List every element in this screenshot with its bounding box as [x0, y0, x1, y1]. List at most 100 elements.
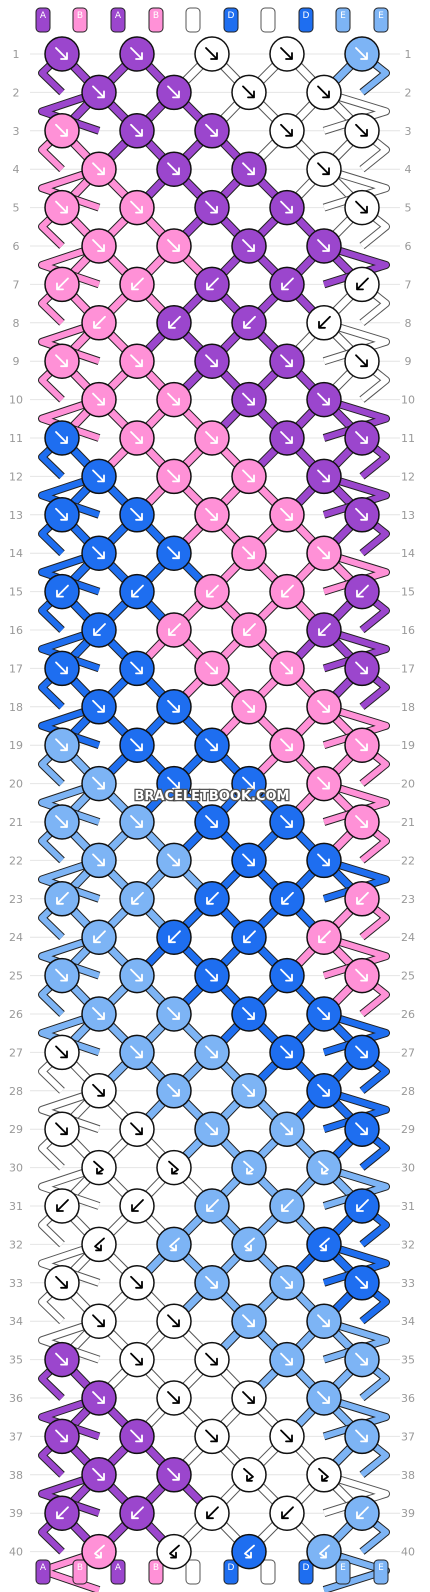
knot[interactable] [119, 1188, 155, 1224]
knot[interactable] [44, 727, 80, 763]
knot[interactable] [231, 689, 267, 725]
knot[interactable] [231, 919, 267, 955]
knot[interactable] [231, 612, 267, 648]
knot[interactable] [194, 727, 230, 763]
knot[interactable] [194, 1111, 230, 1147]
knot[interactable] [344, 420, 380, 456]
knot[interactable] [306, 1073, 342, 1109]
knot[interactable] [269, 1188, 305, 1224]
knot[interactable] [156, 305, 192, 341]
knot[interactable] [344, 1418, 380, 1455]
knot[interactable] [81, 535, 117, 571]
knot[interactable] [269, 113, 305, 149]
knot[interactable] [156, 381, 192, 418]
knot[interactable] [269, 804, 305, 840]
knot[interactable] [231, 1149, 267, 1186]
knot[interactable] [194, 1188, 230, 1224]
knot[interactable] [306, 1226, 342, 1263]
knot[interactable] [156, 689, 192, 725]
knot[interactable] [306, 996, 342, 1032]
knot[interactable] [44, 113, 80, 149]
knot[interactable] [269, 650, 305, 687]
knot[interactable] [194, 1418, 230, 1455]
knot[interactable] [344, 1034, 380, 1071]
knot[interactable] [119, 1111, 155, 1147]
knot[interactable] [156, 1226, 192, 1263]
knot[interactable] [194, 804, 230, 840]
knot[interactable] [344, 266, 380, 303]
knot[interactable] [306, 1457, 342, 1493]
knot[interactable] [231, 1226, 267, 1263]
knot[interactable] [194, 497, 230, 533]
knot[interactable] [344, 727, 380, 763]
knot[interactable] [81, 151, 117, 187]
knot[interactable] [81, 74, 117, 111]
knot[interactable] [231, 228, 267, 264]
knot[interactable] [344, 1111, 380, 1147]
knot[interactable] [194, 1341, 230, 1378]
knot[interactable] [269, 266, 305, 303]
knot[interactable] [344, 804, 380, 840]
knot[interactable] [119, 881, 155, 917]
knot[interactable] [119, 1034, 155, 1071]
knot[interactable] [306, 842, 342, 879]
knot[interactable] [156, 765, 192, 802]
knot[interactable] [306, 228, 342, 264]
knot[interactable] [269, 573, 305, 610]
knot[interactable] [344, 881, 380, 917]
knot[interactable] [119, 266, 155, 303]
knot[interactable] [269, 957, 305, 994]
knot[interactable] [44, 1034, 80, 1071]
knot[interactable] [194, 1265, 230, 1301]
knot[interactable] [194, 266, 230, 303]
knot[interactable] [306, 1303, 342, 1339]
knot[interactable] [119, 113, 155, 149]
knot[interactable] [306, 1380, 342, 1416]
knot[interactable] [194, 1034, 230, 1071]
knot[interactable] [156, 535, 192, 571]
knot[interactable] [119, 36, 155, 72]
knot[interactable] [44, 189, 80, 226]
knot[interactable] [194, 36, 230, 72]
knot[interactable] [119, 957, 155, 994]
knot[interactable] [269, 1265, 305, 1301]
knot[interactable] [194, 1495, 230, 1531]
knot[interactable] [119, 650, 155, 687]
knot[interactable] [306, 919, 342, 955]
knot[interactable] [344, 189, 380, 226]
knot[interactable] [231, 458, 267, 495]
knot[interactable] [344, 113, 380, 149]
knot[interactable] [344, 1495, 380, 1531]
knot[interactable] [44, 881, 80, 917]
knot[interactable] [231, 765, 267, 802]
knot[interactable] [194, 189, 230, 226]
knot[interactable] [231, 996, 267, 1032]
knot[interactable] [81, 689, 117, 725]
knot[interactable] [81, 1380, 117, 1416]
knot[interactable] [344, 650, 380, 687]
knot[interactable] [119, 343, 155, 379]
knot[interactable] [119, 420, 155, 456]
knot[interactable] [194, 420, 230, 456]
knot[interactable] [44, 266, 80, 303]
knot[interactable] [156, 151, 192, 187]
knot[interactable] [306, 151, 342, 187]
knot[interactable] [156, 1533, 192, 1570]
knot[interactable] [81, 612, 117, 648]
knot[interactable] [44, 573, 80, 610]
knot[interactable] [231, 305, 267, 341]
knot[interactable] [156, 1457, 192, 1493]
knot[interactable] [306, 305, 342, 341]
knot[interactable] [81, 458, 117, 495]
knot[interactable] [81, 305, 117, 341]
knot[interactable] [194, 881, 230, 917]
knot[interactable] [119, 1265, 155, 1301]
knot[interactable] [194, 650, 230, 687]
knot[interactable] [44, 343, 80, 379]
knot[interactable] [231, 535, 267, 571]
knot[interactable] [44, 420, 80, 456]
knot[interactable] [44, 650, 80, 687]
knot[interactable] [156, 842, 192, 879]
knot[interactable] [81, 381, 117, 418]
knot[interactable] [194, 113, 230, 149]
